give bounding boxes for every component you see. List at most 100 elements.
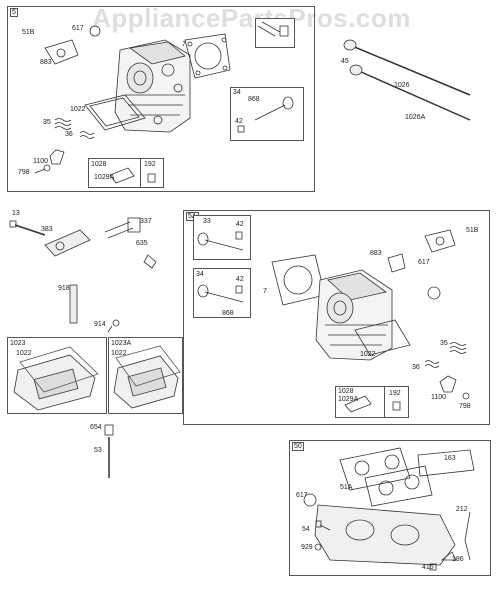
gasket-883-5A-drawing xyxy=(387,253,406,273)
nut-192-5-drawing xyxy=(147,173,156,183)
keeper-42b-5A-drawing xyxy=(235,285,243,294)
label-35-5A: 35 xyxy=(440,340,448,347)
label-883-5A: 883 xyxy=(370,250,382,257)
label-34: 34 xyxy=(233,89,241,96)
rod-918-drawing xyxy=(69,284,78,324)
label-1100-5A: 1100 xyxy=(431,394,447,401)
label-1100: 1100 xyxy=(33,158,49,165)
keeper-42-5A-drawing xyxy=(235,231,243,240)
ring-617-5-drawing xyxy=(89,25,101,37)
label-1029A: 1029A xyxy=(94,174,115,181)
label-7: 7 xyxy=(182,41,186,48)
label-33: 33 xyxy=(203,218,211,225)
label-163: 163 xyxy=(444,455,456,462)
valve-cover-1023-drawing xyxy=(13,346,99,411)
subbox-192-top xyxy=(140,158,164,188)
label-34-5A: 34 xyxy=(196,271,204,278)
gasket-163-drawing xyxy=(417,449,475,477)
label-7-5A: 7 xyxy=(263,288,267,295)
valve-top-drawing xyxy=(257,21,289,37)
label-1022-a: 1022 xyxy=(16,350,32,357)
keeper-42-top-drawing xyxy=(237,125,245,133)
label-914: 914 xyxy=(94,321,106,328)
label-1023A: 1023A xyxy=(111,340,132,347)
nut-929-drawing xyxy=(314,543,322,551)
label-42: 42 xyxy=(235,118,243,125)
label-415: 415 xyxy=(422,564,434,571)
label-798: 798 xyxy=(18,169,30,176)
label-798-5A: 798 xyxy=(459,403,471,410)
label-54: 54 xyxy=(302,526,310,533)
sensor-337-drawing xyxy=(104,217,141,239)
screw-914-drawing xyxy=(107,319,120,333)
section-5-box xyxy=(7,6,315,192)
exhaust-manifold-drawing xyxy=(314,504,456,566)
label-192-5A: 192 xyxy=(389,390,401,397)
label-1028-5A: 1028 xyxy=(338,388,354,395)
label-617-50: 617 xyxy=(296,492,308,499)
manifold-gaskets-51A-drawing xyxy=(339,447,433,507)
valve-cover-1023A-drawing xyxy=(113,345,181,409)
part-415-drawing xyxy=(429,563,437,571)
label-1022-5A: 1022 xyxy=(360,351,376,358)
label-13: 13 xyxy=(12,210,20,217)
label-192: 192 xyxy=(144,161,156,168)
label-617-5A: 617 xyxy=(418,259,430,266)
label-918: 918 xyxy=(58,285,70,292)
valve-34-5A-drawing xyxy=(197,284,244,303)
bolt-13-drawing xyxy=(9,220,46,236)
section-5-tag: 5 xyxy=(10,8,18,17)
rocker-1028-5-drawing xyxy=(109,167,135,184)
label-35: 35 xyxy=(43,119,51,126)
label-36-5A: 36 xyxy=(412,364,420,371)
head-gasket-5-drawing xyxy=(184,33,231,79)
gasket-51B-5A-drawing xyxy=(424,229,456,253)
part-1100-5-drawing xyxy=(49,149,65,165)
ring-617-5A-drawing xyxy=(427,286,441,300)
gasket-51B-5-drawing xyxy=(44,39,79,65)
label-635: 635 xyxy=(136,240,148,247)
section-50-box xyxy=(289,440,491,576)
label-1026: 1026 xyxy=(394,82,410,89)
label-53: 53 xyxy=(94,447,102,454)
label-1022-b: 1022 xyxy=(111,350,127,357)
springs-35-36-5A-drawing xyxy=(424,342,467,368)
label-51A: 51A xyxy=(340,484,353,491)
label-42-5A: 42 xyxy=(236,221,244,228)
nut-192-5A-drawing xyxy=(392,401,401,411)
label-617: 617 xyxy=(72,25,84,32)
label-337: 337 xyxy=(140,218,152,225)
label-42b-5A: 42 xyxy=(236,276,244,283)
label-883: 883 xyxy=(40,59,52,66)
part-1100-5A-drawing xyxy=(439,375,457,393)
valve-cover-gasket-5-drawing xyxy=(84,94,146,131)
label-929: 929 xyxy=(301,544,313,551)
label-1026A: 1026A xyxy=(405,114,426,121)
springs-35-36-5-drawing xyxy=(54,118,95,139)
watermark: AppliancePartsPros.com xyxy=(92,3,411,33)
section-5A-box xyxy=(183,210,490,425)
section-50-tag: 50 xyxy=(292,442,304,451)
label-1028: 1028 xyxy=(91,161,107,168)
label-1029A-5A: 1029A xyxy=(338,396,359,403)
bolt-54-drawing xyxy=(315,520,331,531)
ignition-383-drawing xyxy=(44,229,91,257)
head-gasket-5A-drawing xyxy=(271,254,326,306)
label-36: 36 xyxy=(65,131,73,138)
valve-33-drawing xyxy=(197,232,244,251)
screw-798-5-drawing xyxy=(34,164,51,174)
label-45: 45 xyxy=(341,58,349,65)
valve-cover-gasket-5A-drawing xyxy=(354,319,411,356)
screw-798-5A-drawing xyxy=(462,392,470,400)
label-1022: 1022 xyxy=(70,106,86,113)
label-868: 868 xyxy=(248,96,260,103)
label-212: 212 xyxy=(456,506,468,513)
ring-617-50-drawing xyxy=(303,493,317,507)
pushrods-drawing xyxy=(343,39,471,121)
label-868-5A: 868 xyxy=(222,310,234,317)
valve-868-top-drawing xyxy=(254,96,294,121)
rocker-1028-5A-drawing xyxy=(344,395,372,413)
cylinder-head-5A-drawing xyxy=(315,269,393,361)
fitting-654-drawing xyxy=(104,424,114,436)
